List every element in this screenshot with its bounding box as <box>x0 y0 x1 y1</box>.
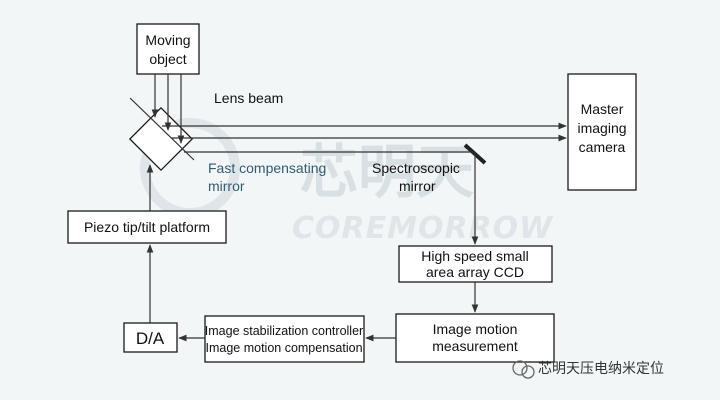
stab-controller-line1: Image stabilization controller <box>205 324 363 338</box>
master-camera-box: Master imaging camera <box>567 73 637 191</box>
da-label: D/A <box>136 329 165 348</box>
motion-measure-box: Image motion measurement <box>395 313 555 363</box>
stab-controller-box: Image stabilization controller Image mot… <box>204 315 365 363</box>
spectro-mirror-label-line2: mirror <box>399 178 436 194</box>
wechat-icon <box>512 360 528 376</box>
stab-controller-line2: Image motion compensation <box>205 341 362 355</box>
da-box: D/A <box>123 322 178 353</box>
motion-measure-line2: measurement <box>432 338 518 354</box>
master-camera-line2: imaging <box>577 120 626 136</box>
spectro-mirror-label-line1: Spectroscopic <box>372 160 460 176</box>
watermark: 芯明天 COREMORROW <box>140 118 554 246</box>
footer-watermark: 芯明天压电纳米定位 <box>512 360 664 379</box>
moving-object-box: Moving object <box>136 23 200 75</box>
footer-watermark-text: 芯明天压电纳米定位 <box>538 361 664 377</box>
piezo-platform-box: Piezo tip/tilt platform <box>67 210 227 244</box>
ccd-line2: area array CCD <box>426 264 524 280</box>
piezo-platform-label: Piezo tip/tilt platform <box>84 219 210 235</box>
moving-object-line2: object <box>149 51 186 67</box>
fast-mirror-label-line2: mirror <box>208 178 245 194</box>
ccd-line1: High speed small <box>421 248 528 264</box>
motion-measure-line1: Image motion <box>433 321 518 337</box>
master-camera-line1: Master <box>581 101 624 117</box>
ccd-box: High speed small area array CCD <box>398 245 553 283</box>
watermark-en: COREMORROW <box>292 211 554 246</box>
lens-beam-label: Lens beam <box>214 90 283 106</box>
moving-object-line1: Moving <box>145 32 190 48</box>
watermark-cn: 芯明天 <box>300 138 474 206</box>
fast-mirror-shape <box>128 106 194 172</box>
fast-mirror-label-line1: Fast compensating <box>208 160 326 176</box>
master-camera-line3: camera <box>579 139 626 155</box>
fast-mirror-surface <box>129 97 195 161</box>
